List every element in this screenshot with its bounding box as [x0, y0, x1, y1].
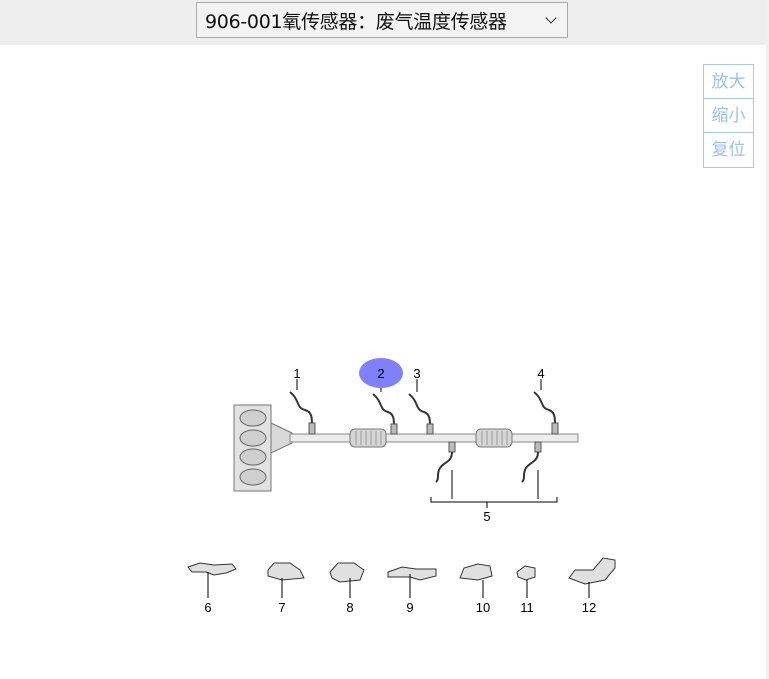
part-7[interactable] — [267, 562, 305, 598]
callout-6[interactable]: 6 — [204, 600, 211, 615]
part-group-select-label: 906-001氧传感器：废气温度传感器 — [205, 10, 507, 33]
callout-10[interactable]: 10 — [476, 600, 490, 615]
callout-8[interactable]: 8 — [346, 600, 353, 615]
part-11[interactable] — [516, 565, 536, 598]
callout-9[interactable]: 9 — [406, 600, 413, 615]
part-10[interactable] — [459, 563, 493, 598]
part-8[interactable] — [329, 562, 365, 598]
exhaust-pipe — [289, 428, 579, 448]
callout-12[interactable]: 12 — [582, 600, 596, 615]
sensor-4[interactable] — [533, 379, 559, 435]
part-12[interactable] — [568, 557, 616, 598]
zoom-out-button[interactable]: 缩小 — [704, 99, 753, 133]
right-border — [766, 0, 769, 679]
sensor-5[interactable] — [430, 441, 558, 508]
zoom-panel: 放大 缩小 复位 — [703, 64, 754, 168]
callout-7[interactable]: 7 — [278, 600, 285, 615]
sensor-2[interactable] — [372, 380, 398, 435]
callout-4[interactable]: 4 — [537, 366, 544, 381]
part-group-select[interactable]: 906-001氧传感器：废气温度传感器 — [196, 2, 568, 38]
part-9[interactable] — [387, 566, 437, 598]
callout-2[interactable]: 2 — [377, 366, 384, 381]
callout-highlight — [359, 358, 403, 388]
sensor-1[interactable] — [289, 379, 316, 435]
callout-5[interactable]: 5 — [483, 509, 490, 524]
callout-1[interactable]: 1 — [293, 366, 300, 381]
sensor-3[interactable] — [408, 379, 434, 435]
callout-3[interactable]: 3 — [413, 366, 420, 381]
zoom-in-button[interactable]: 放大 — [704, 65, 753, 99]
engine-block — [233, 404, 293, 492]
callout-11[interactable]: 11 — [520, 600, 534, 615]
top-toolbar: 906-001氧传感器：废气温度传感器 — [0, 0, 766, 45]
reset-zoom-button[interactable]: 复位 — [711, 140, 746, 160]
part-6[interactable] — [187, 562, 237, 598]
